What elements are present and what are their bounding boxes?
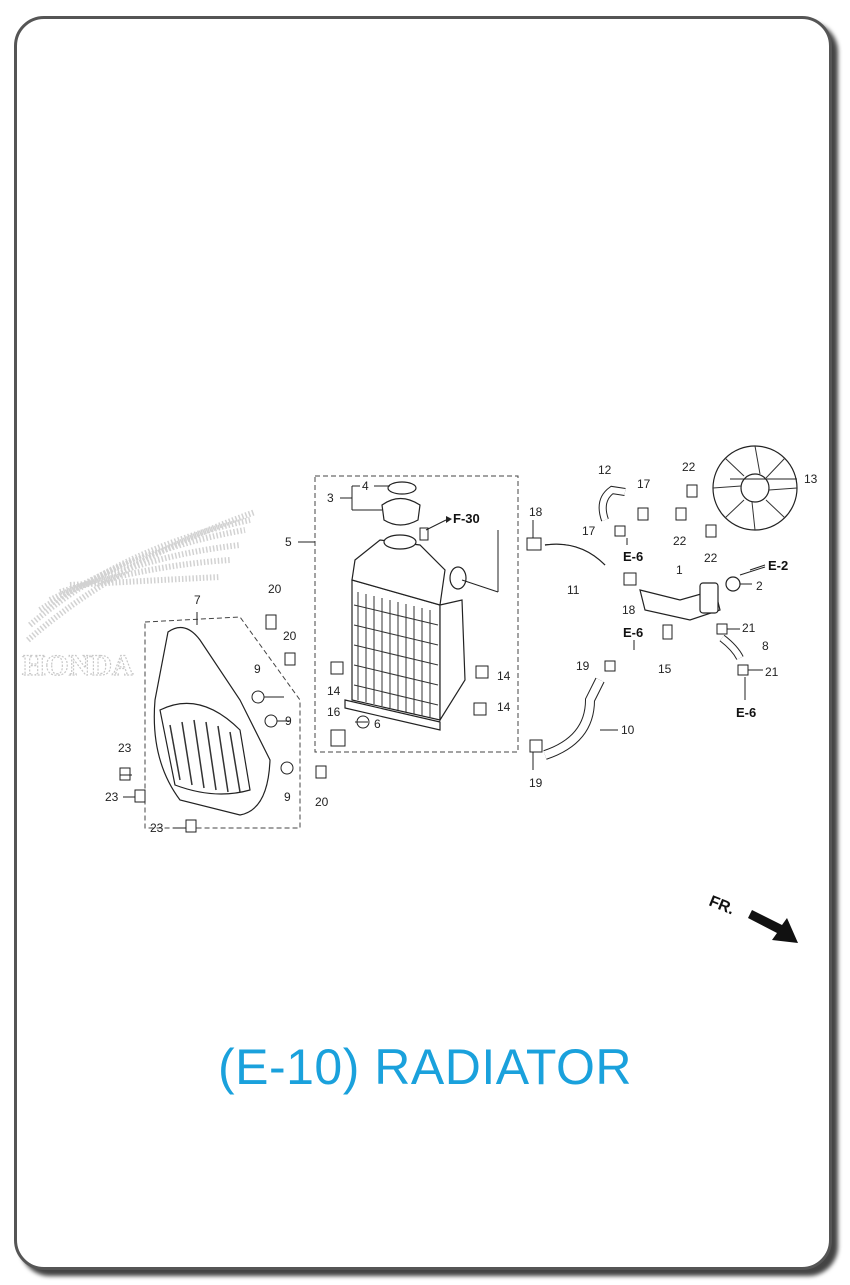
callout-1: 1 (676, 563, 683, 577)
callout-6: 6 (374, 717, 381, 731)
callout-21a: 21 (742, 621, 756, 635)
callout-15: 15 (658, 662, 672, 676)
front-label: FR. (707, 893, 737, 918)
callout-19a: 19 (576, 659, 590, 673)
callout-14c: 14 (497, 700, 511, 714)
callout-10: 10 (621, 723, 635, 737)
callout-22b: 22 (673, 534, 687, 548)
ref-e6-c: E-6 (736, 705, 756, 720)
cooling-fan (712, 445, 798, 531)
callout-22c: 22 (704, 551, 718, 565)
callout-7: 7 (194, 593, 201, 607)
callout-9a: 9 (254, 662, 261, 676)
callout-23c: 23 (150, 821, 164, 835)
callout-4: 4 (362, 479, 369, 493)
callout-labels: 1 2 3 4 5 6 7 8 9 9 9 10 11 12 13 14 14 … (105, 460, 818, 835)
callout-9c: 9 (284, 790, 291, 804)
callout-17b: 17 (582, 524, 596, 538)
radiator-cap (381, 481, 421, 526)
callout-5: 5 (285, 535, 292, 549)
honda-watermark-text: HONDA (22, 649, 134, 682)
callout-14a: 14 (327, 684, 341, 698)
ref-e2: E-2 (768, 558, 788, 573)
callout-23b: 23 (105, 790, 119, 804)
front-direction-marker: FR. (707, 893, 798, 943)
radiator-core (344, 534, 467, 731)
radiator-cover (153, 626, 271, 816)
o-ring-2 (725, 576, 741, 592)
callout-16: 16 (327, 705, 341, 719)
ref-e6-a: E-6 (623, 549, 643, 564)
callout-3: 3 (327, 491, 334, 505)
fasteners (119, 484, 749, 833)
callout-23a: 23 (118, 741, 132, 755)
callout-17a: 17 (637, 477, 651, 491)
page-title: (E-10) RADIATOR (217, 1039, 633, 1095)
callout-20b: 20 (283, 629, 297, 643)
callout-20c: 20 (315, 795, 329, 809)
ref-e6-b: E-6 (623, 625, 643, 640)
callout-8: 8 (762, 639, 769, 653)
honda-wing-logo (26, 509, 257, 643)
callout-14b: 14 (497, 669, 511, 683)
front-arrow-icon (748, 910, 798, 943)
callout-13: 13 (804, 472, 818, 486)
leader-lines (120, 478, 797, 829)
callout-19b: 19 (529, 776, 543, 790)
callout-9b: 9 (285, 714, 292, 728)
callout-21b: 21 (765, 665, 779, 679)
water-pipe (639, 582, 721, 621)
ref-f30: F-30 (453, 511, 480, 526)
callout-2: 2 (756, 579, 763, 593)
callout-20a: 20 (268, 582, 282, 596)
callout-18a: 18 (529, 505, 543, 519)
reference-labels: F-30 E-6 E-6 E-2 E-6 (425, 511, 788, 720)
callout-11: 11 (567, 583, 580, 597)
callout-22a: 22 (682, 460, 696, 474)
callout-12: 12 (598, 463, 612, 477)
callout-18b: 18 (622, 603, 636, 617)
